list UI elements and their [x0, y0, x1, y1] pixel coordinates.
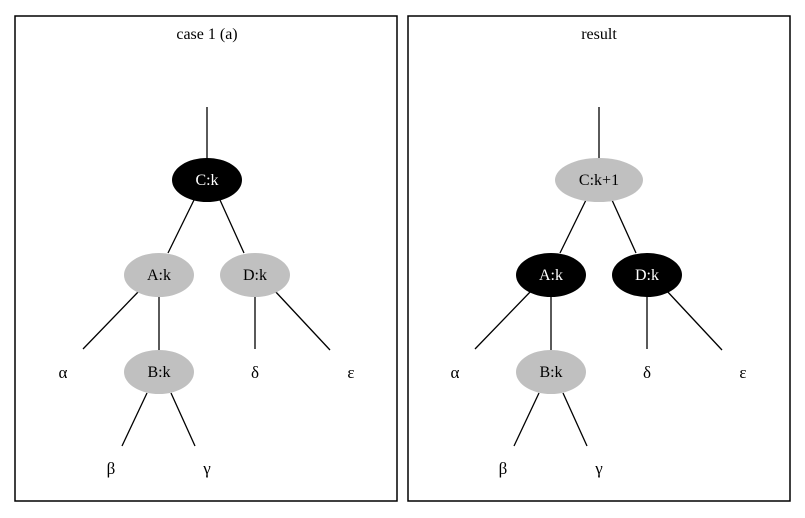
leaf-beta: β [107, 459, 116, 478]
edge-c-a [167, 199, 195, 254]
node-c-label: C:k+1 [579, 172, 619, 189]
node-c-shape [172, 158, 242, 202]
edge-c-d [219, 199, 245, 254]
node-a: A:k [516, 253, 586, 297]
edge-a-alpha [474, 289, 533, 350]
node-b-label: B:k [147, 364, 170, 381]
node-a-label: A:k [147, 267, 171, 284]
node-a-shape [516, 253, 586, 297]
edge-a-alpha [82, 289, 141, 350]
edge-b-gamma [562, 392, 588, 447]
leaf-alpha: α [451, 363, 460, 382]
panel-frame [407, 15, 791, 502]
node-a-label: A:k [539, 267, 563, 284]
node-d-shape [220, 253, 290, 297]
panel-title: case 1 (a) [176, 26, 237, 43]
node-d-shape [612, 253, 682, 297]
node-d: D:k [612, 253, 682, 297]
node-d-label: D:k [243, 267, 267, 284]
leaf-epsilon: ε [347, 363, 354, 382]
panel-title: result [581, 26, 617, 43]
node-b-shape [124, 350, 194, 394]
edge-c-d [611, 199, 637, 254]
edge-b-gamma [170, 392, 196, 447]
edge-b-beta [121, 392, 148, 447]
leaf-delta: δ [643, 363, 651, 382]
leaf-beta: β [499, 459, 508, 478]
edge-d-epsilon [273, 289, 331, 351]
leaf-delta: δ [251, 363, 259, 382]
node-a: A:k [124, 253, 194, 297]
edge-d-epsilon [665, 289, 723, 351]
node-d: D:k [220, 253, 290, 297]
node-d-label: D:k [635, 267, 659, 284]
leaf-epsilon: ε [739, 363, 746, 382]
node-a-shape [124, 253, 194, 297]
node-c-shape [555, 158, 643, 202]
node-b: B:k [516, 350, 586, 394]
panel-frame [14, 15, 398, 502]
node-b: B:k [124, 350, 194, 394]
node-c-label: C:k [195, 172, 218, 189]
leaf-gamma: γ [202, 459, 211, 478]
panel-result: result C:k+1 A:k D:k B:k α δ ε β γ [407, 15, 791, 502]
node-c: C:k [172, 158, 242, 202]
leaf-gamma: γ [594, 459, 603, 478]
edge-b-beta [513, 392, 540, 447]
panel-case-1a: case 1 (a) C:k A:k D:k B:k α δ ε β γ [14, 15, 398, 502]
node-b-shape [516, 350, 586, 394]
node-b-label: B:k [539, 364, 562, 381]
node-c: C:k+1 [555, 158, 643, 202]
edge-c-a [559, 199, 587, 254]
leaf-alpha: α [59, 363, 68, 382]
